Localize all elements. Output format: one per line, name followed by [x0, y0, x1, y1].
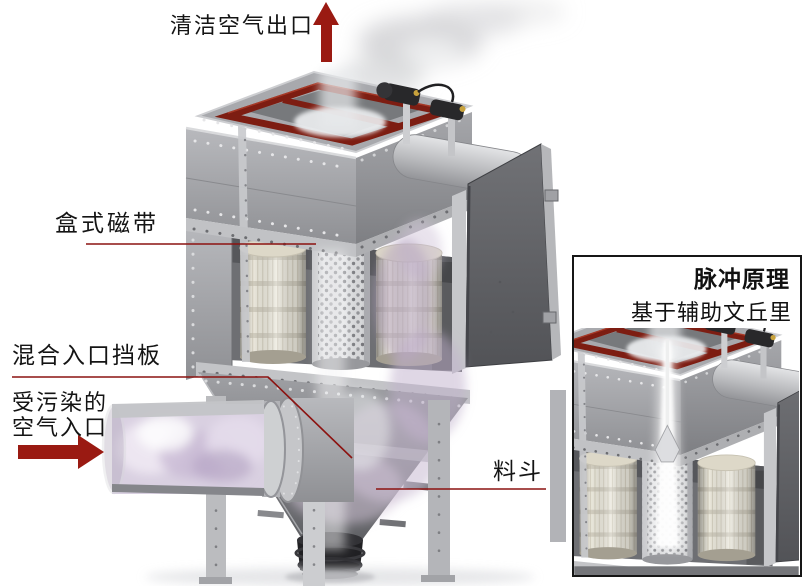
door-hinge-bottom [542, 311, 557, 324]
label-contaminated-line2: 空气入口 [12, 415, 109, 440]
clean-air-up-arrow-icon [313, 2, 339, 62]
door-frame [452, 190, 466, 374]
inset-subtitle: 基于辅助文丘里 [630, 300, 792, 325]
label-clean-air-outlet: 清洁空气出口 [170, 13, 315, 38]
dust-airflow-smoke [287, 220, 466, 550]
label-contaminated-line1: 受污染的 [12, 390, 109, 415]
inlet-duct [101, 397, 354, 503]
label-cartridge: 盒式磁带 [55, 211, 159, 236]
valve-hose [417, 83, 455, 103]
venturi-nozzle [654, 424, 681, 463]
leader-line-baffle [12, 376, 353, 459]
pulse-valve-1 [376, 82, 421, 106]
label-hopper: 料斗 [493, 459, 543, 484]
door-hinge-top [544, 189, 559, 202]
label-mixed-inlet-baffle: 混合入口挡板 [12, 343, 162, 368]
upper-housing [185, 70, 561, 404]
inset-title: 脉冲原理 [694, 267, 790, 292]
inset-pulse-principle: 脉冲原理 基于辅助文丘里 [572, 255, 802, 577]
left-side-wall [186, 222, 232, 380]
plenum-front [185, 126, 357, 244]
inlet-smoke [116, 415, 264, 482]
dirty-air-right-arrow-icon [18, 435, 104, 469]
pulse-valve-2 [429, 99, 466, 121]
filter-cartridge-left [239, 238, 307, 364]
label-contaminated-air-inlet: 受污染的 空气入口 [12, 390, 108, 440]
inset-pulse-illustration [574, 328, 799, 575]
access-door [465, 143, 561, 368]
exhaust-smoke [340, 0, 566, 96]
